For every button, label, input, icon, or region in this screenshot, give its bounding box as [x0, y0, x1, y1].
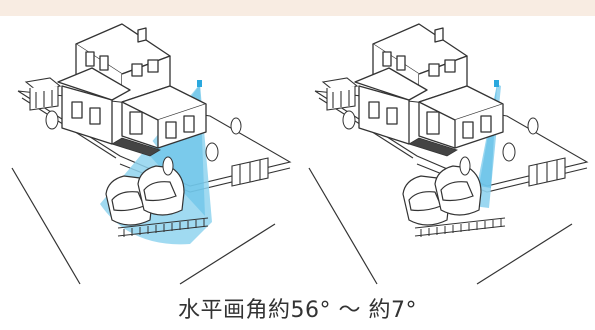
shrubs [45, 110, 242, 176]
house-illustration-wide [11, 23, 292, 285]
shrubs [342, 110, 539, 176]
top-band [0, 0, 595, 16]
house-illustration-tele [308, 23, 589, 285]
front-fence [414, 217, 506, 237]
street-lines [11, 167, 276, 285]
parked-cars [105, 165, 185, 226]
shed [24, 77, 62, 111]
scene-wide-angle [0, 16, 298, 286]
street-lines [308, 167, 573, 285]
front-fence [117, 217, 209, 237]
side-gate [528, 157, 566, 187]
parked-cars [402, 165, 482, 226]
camera-icon [494, 80, 499, 87]
house [354, 23, 504, 149]
camera-icon [197, 80, 202, 87]
shed [321, 77, 359, 111]
porch-tiles [111, 137, 161, 157]
field-of-view-caption: 水平画角約56° ～ 約7° [178, 298, 417, 323]
side-gate [231, 157, 269, 187]
house [57, 23, 207, 149]
scene-tele [297, 16, 595, 286]
porch-tiles [408, 137, 458, 157]
